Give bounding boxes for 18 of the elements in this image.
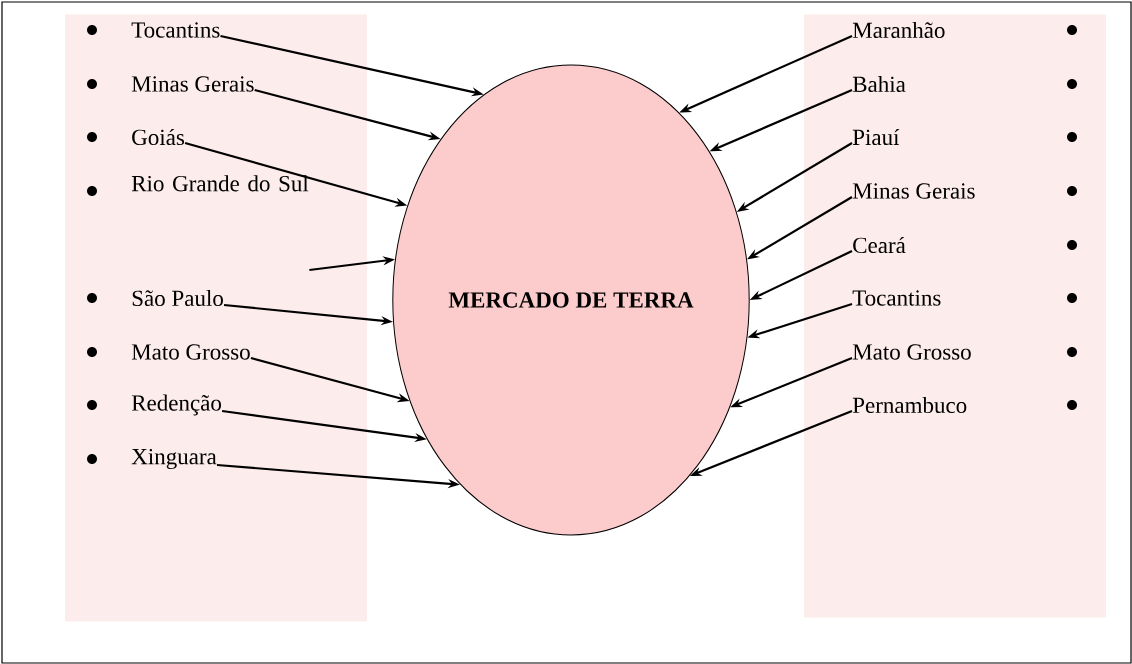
state-label: Rio Grande do Sul (131, 175, 309, 192)
state-label: Xinguara (131, 448, 217, 470)
state-label: Tocantins (852, 290, 941, 306)
panel-band (804, 14, 1106, 618)
state-label: Bahia (852, 75, 906, 93)
state-label: Mato Grosso (852, 344, 971, 360)
state-label: São Paulo (132, 289, 223, 307)
state-label: Ceará (853, 236, 906, 254)
state-label: Redenção (131, 394, 222, 416)
state-label: Minas Gerais (852, 183, 975, 199)
state-label: Piauí (852, 128, 900, 146)
state-label: Tocantins (131, 22, 220, 38)
panel-band (65, 14, 367, 622)
state-label: Goiás (132, 128, 185, 146)
state-label: Pernambuco (852, 396, 967, 414)
state-label: Mato Grosso (131, 344, 250, 360)
state-label: Maranhão (852, 21, 945, 39)
state-label: Minas Gerais (131, 76, 254, 92)
